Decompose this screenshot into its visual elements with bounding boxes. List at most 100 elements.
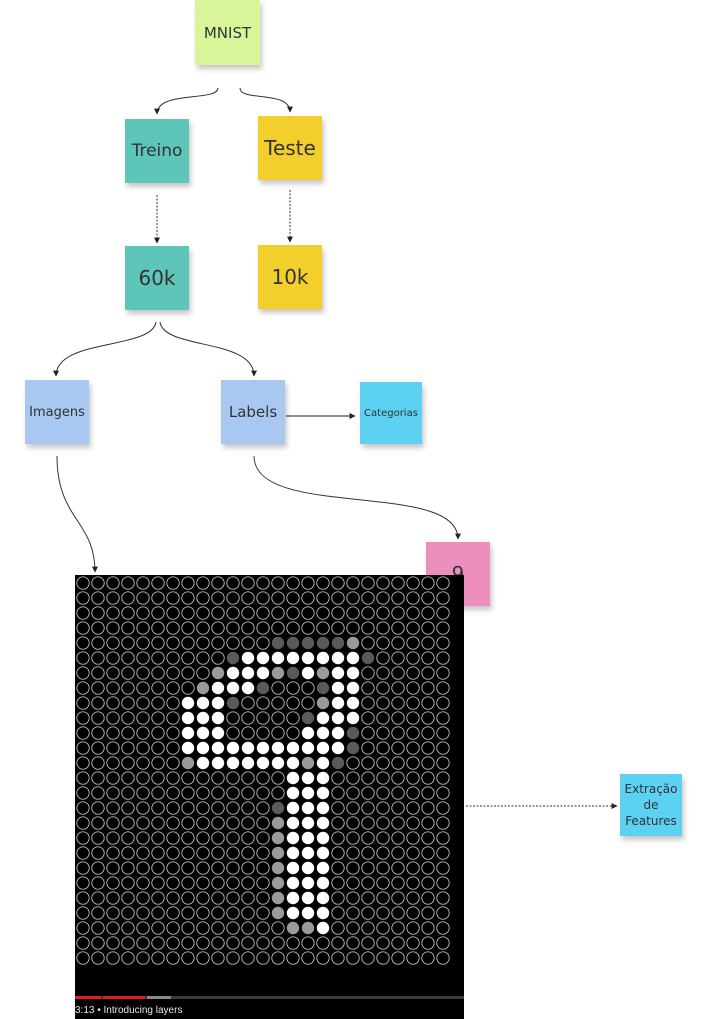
pixel-dot	[121, 906, 135, 920]
pixel-dot	[316, 816, 330, 830]
pixel-dot	[241, 576, 255, 590]
pixel-dot	[211, 621, 225, 635]
pixel-dot	[361, 876, 375, 890]
pixel-dot	[316, 576, 330, 590]
pixel-dot	[241, 681, 255, 695]
pixel-dot	[301, 741, 315, 755]
pixel-dot	[406, 771, 420, 785]
pixel-dot	[211, 951, 225, 965]
pixel-dot	[226, 726, 240, 740]
pixel-dot	[421, 951, 435, 965]
pixel-dot	[196, 831, 210, 845]
pixel-dot	[271, 936, 285, 950]
pixel-dot	[391, 636, 405, 650]
pixel-dot	[241, 696, 255, 710]
pixel-dot	[76, 906, 90, 920]
pixel-dot	[121, 756, 135, 770]
pixel-dot	[286, 576, 300, 590]
edge-60k-imagens	[53, 321, 157, 377]
pixel-dot	[256, 786, 270, 800]
pixel-dot	[136, 636, 150, 650]
pixel-dot	[301, 936, 315, 950]
pixel-dot	[136, 621, 150, 635]
pixel-dot	[151, 936, 165, 950]
pixel-dot	[301, 951, 315, 965]
pixel-dot	[91, 936, 105, 950]
pixel-dot	[391, 936, 405, 950]
pixel-dot	[406, 891, 420, 905]
pixel-dot	[316, 591, 330, 605]
pixel-dot	[196, 861, 210, 875]
pixel-dot	[331, 801, 345, 815]
pixel-dot	[136, 696, 150, 710]
pixel-dot	[316, 861, 330, 875]
pixel-dot	[76, 756, 90, 770]
pixel-dot	[271, 771, 285, 785]
pixel-dot	[406, 651, 420, 665]
pixel-dot	[316, 771, 330, 785]
pixel-dot	[316, 846, 330, 860]
pixel-dot	[421, 801, 435, 815]
pixel-dot	[91, 666, 105, 680]
pixel-dot	[256, 921, 270, 935]
pixel-dot	[106, 711, 120, 725]
pixel-dot	[286, 906, 300, 920]
pixel-dot	[286, 621, 300, 635]
pixel-dot	[436, 786, 450, 800]
pixel-dot	[121, 636, 135, 650]
pixel-dot	[436, 666, 450, 680]
pixel-dot	[226, 831, 240, 845]
pixel-dot	[286, 816, 300, 830]
pixel-dot	[316, 876, 330, 890]
pixel-dot	[226, 801, 240, 815]
pixel-dot	[331, 711, 345, 725]
pixel-dot	[406, 621, 420, 635]
pixel-dot	[406, 831, 420, 845]
pixel-dot	[376, 786, 390, 800]
pixel-dot	[241, 846, 255, 860]
pixel-dot	[271, 711, 285, 725]
pixel-dot	[376, 936, 390, 950]
pixel-dot	[91, 891, 105, 905]
pixel-dot	[121, 711, 135, 725]
pixel-dot	[106, 666, 120, 680]
pixel-dot	[91, 636, 105, 650]
pixel-dot	[421, 621, 435, 635]
pixel-dot	[376, 756, 390, 770]
pixel-dot	[76, 891, 90, 905]
pixel-dot	[121, 891, 135, 905]
node-extracao-label: Extração de Features	[624, 781, 678, 829]
pixel-dot	[376, 891, 390, 905]
pixel-dot	[346, 591, 360, 605]
pixel-dot	[286, 681, 300, 695]
pixel-dot	[271, 651, 285, 665]
pixel-dot	[241, 651, 255, 665]
pixel-dot	[106, 636, 120, 650]
pixel-dot	[331, 816, 345, 830]
pixel-dot	[211, 741, 225, 755]
pixel-dot	[361, 576, 375, 590]
pixel-dot	[166, 741, 180, 755]
pixel-dot	[106, 951, 120, 965]
pixel-dot	[406, 666, 420, 680]
pixel-dot	[391, 606, 405, 620]
pixel-dot	[286, 861, 300, 875]
pixel-dot	[421, 861, 435, 875]
pixel-dot	[76, 831, 90, 845]
pixel-dot	[361, 921, 375, 935]
pixel-dot	[376, 831, 390, 845]
pixel-dot	[376, 711, 390, 725]
node-treino: Treino	[125, 119, 189, 183]
pixel-dot	[106, 906, 120, 920]
pixel-dot	[361, 711, 375, 725]
pixel-dot	[241, 726, 255, 740]
pixel-dot	[376, 921, 390, 935]
pixel-dot	[331, 666, 345, 680]
pixel-dot	[421, 666, 435, 680]
pixel-dot	[376, 591, 390, 605]
pixel-dot	[121, 786, 135, 800]
pixel-dot	[286, 696, 300, 710]
pixel-dot	[151, 921, 165, 935]
pixel-dot	[421, 696, 435, 710]
pixel-dot	[241, 906, 255, 920]
